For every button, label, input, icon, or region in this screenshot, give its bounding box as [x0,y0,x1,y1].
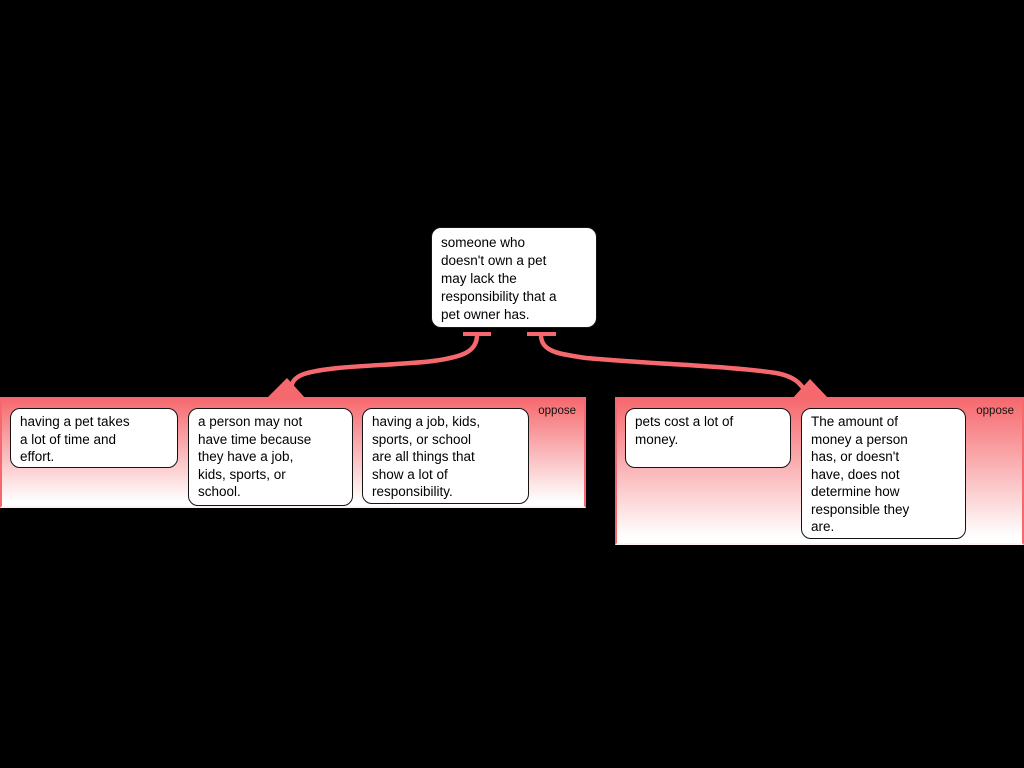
reason-box[interactable]: pets cost a lot of money. [625,408,791,468]
reason-box[interactable]: a person may not have time because they … [188,408,353,506]
connector-foot-left [266,378,306,399]
connector-anchor-bar-left [463,332,491,336]
oppose-connector-right[interactable] [527,332,829,400]
reason-box[interactable]: having a job, kids, sports, or school ar… [362,408,529,504]
group-label-oppose-right: oppose [976,405,1014,417]
connector-foot-right [792,379,829,399]
oppose-group-right[interactable]: oppose pets cost a lot of money. The amo… [615,397,1024,545]
oppose-group-left[interactable]: oppose having a pet takes a lot of time … [0,397,586,508]
oppose-connector-left[interactable] [266,332,491,399]
connector-curve-right [538,334,812,400]
group-label-oppose-left: oppose [538,405,576,417]
connector-anchor-bar-right [527,332,556,336]
connector-curve-left [285,334,480,399]
reason-box[interactable]: having a pet takes a lot of time and eff… [10,408,178,468]
reason-box[interactable]: The amount of money a person has, or doe… [801,408,966,539]
claim-box[interactable]: someone who doesn't own a pet may lack t… [431,227,597,328]
